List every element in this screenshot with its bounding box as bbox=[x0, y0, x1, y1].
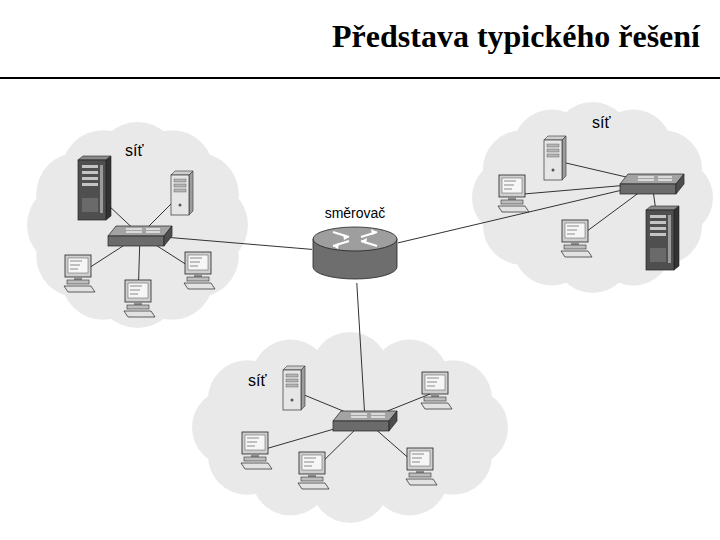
uplink-wire bbox=[360, 330, 365, 420]
server-icon bbox=[171, 171, 193, 215]
computer-icon bbox=[124, 280, 155, 317]
computer-icon bbox=[241, 432, 272, 469]
computer-icon bbox=[421, 372, 452, 409]
computer-icon bbox=[561, 220, 592, 257]
router-node: směrovač bbox=[312, 205, 398, 283]
switch-icon bbox=[108, 226, 172, 246]
rule-line bbox=[0, 77, 720, 79]
server-icon bbox=[544, 136, 566, 180]
cloud-fill bbox=[192, 332, 508, 523]
devices bbox=[64, 156, 215, 317]
network-link bbox=[357, 283, 360, 330]
switch-icon bbox=[620, 174, 684, 194]
network-label: síť bbox=[248, 372, 266, 390]
computer-icon bbox=[298, 452, 329, 489]
network-label: síť bbox=[125, 142, 143, 160]
page-title: Představa typického řešení bbox=[332, 18, 700, 55]
network-label: síť bbox=[592, 114, 610, 132]
server-icon bbox=[283, 366, 305, 410]
tower-server-icon bbox=[78, 156, 111, 220]
lan-wires bbox=[255, 330, 435, 472]
cloud-fill bbox=[27, 122, 248, 328]
network-cloud: síť bbox=[190, 330, 510, 525]
computer-icon bbox=[498, 175, 529, 212]
computer-icon bbox=[64, 255, 95, 292]
switch-icon bbox=[333, 411, 397, 431]
tower-server-icon bbox=[646, 206, 679, 270]
computer-icon bbox=[184, 252, 215, 289]
computer-icon bbox=[406, 448, 437, 485]
network-link bbox=[398, 226, 470, 243]
devices bbox=[498, 136, 684, 270]
network-link bbox=[250, 244, 312, 249]
router-icon bbox=[313, 227, 397, 279]
network-cloud: síť bbox=[470, 100, 715, 295]
network-cloud: síť bbox=[25, 120, 250, 330]
devices bbox=[241, 366, 452, 489]
cloud-shape bbox=[190, 330, 510, 525]
router-label: směrovač bbox=[312, 205, 398, 221]
